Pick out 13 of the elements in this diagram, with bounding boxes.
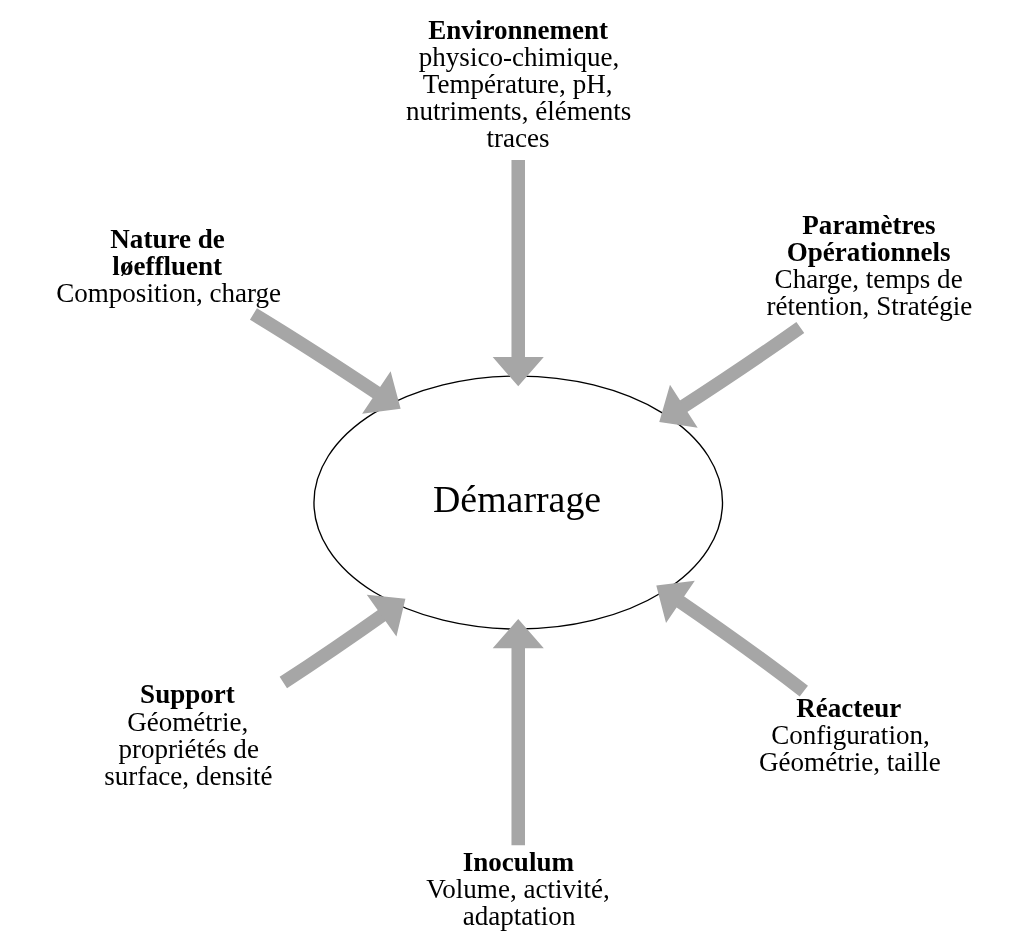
arrow [659,321,805,428]
node-text: Inoculum Volume, activité, adaptation [426,847,610,932]
node-text: Support Géométrie, propriétés de surface, densité [104,679,273,791]
node-ellipse: Démarrage [313,375,724,630]
node-text: Réacteur Configuration, Géométrie, taille [759,692,941,778]
arrow [492,159,544,387]
arrow [492,619,544,846]
arrow [249,308,401,414]
arrow [656,580,808,697]
node-text: Nature de løeffluent Composition, charge [56,223,282,308]
node-text: Paramètres Opérationnels Charge, temps de rétention, Stratégie [766,210,973,322]
arrow [279,594,406,689]
node-text: Environnement physico-chimique, Température, pH, nutriments, éléments traces [405,15,632,154]
